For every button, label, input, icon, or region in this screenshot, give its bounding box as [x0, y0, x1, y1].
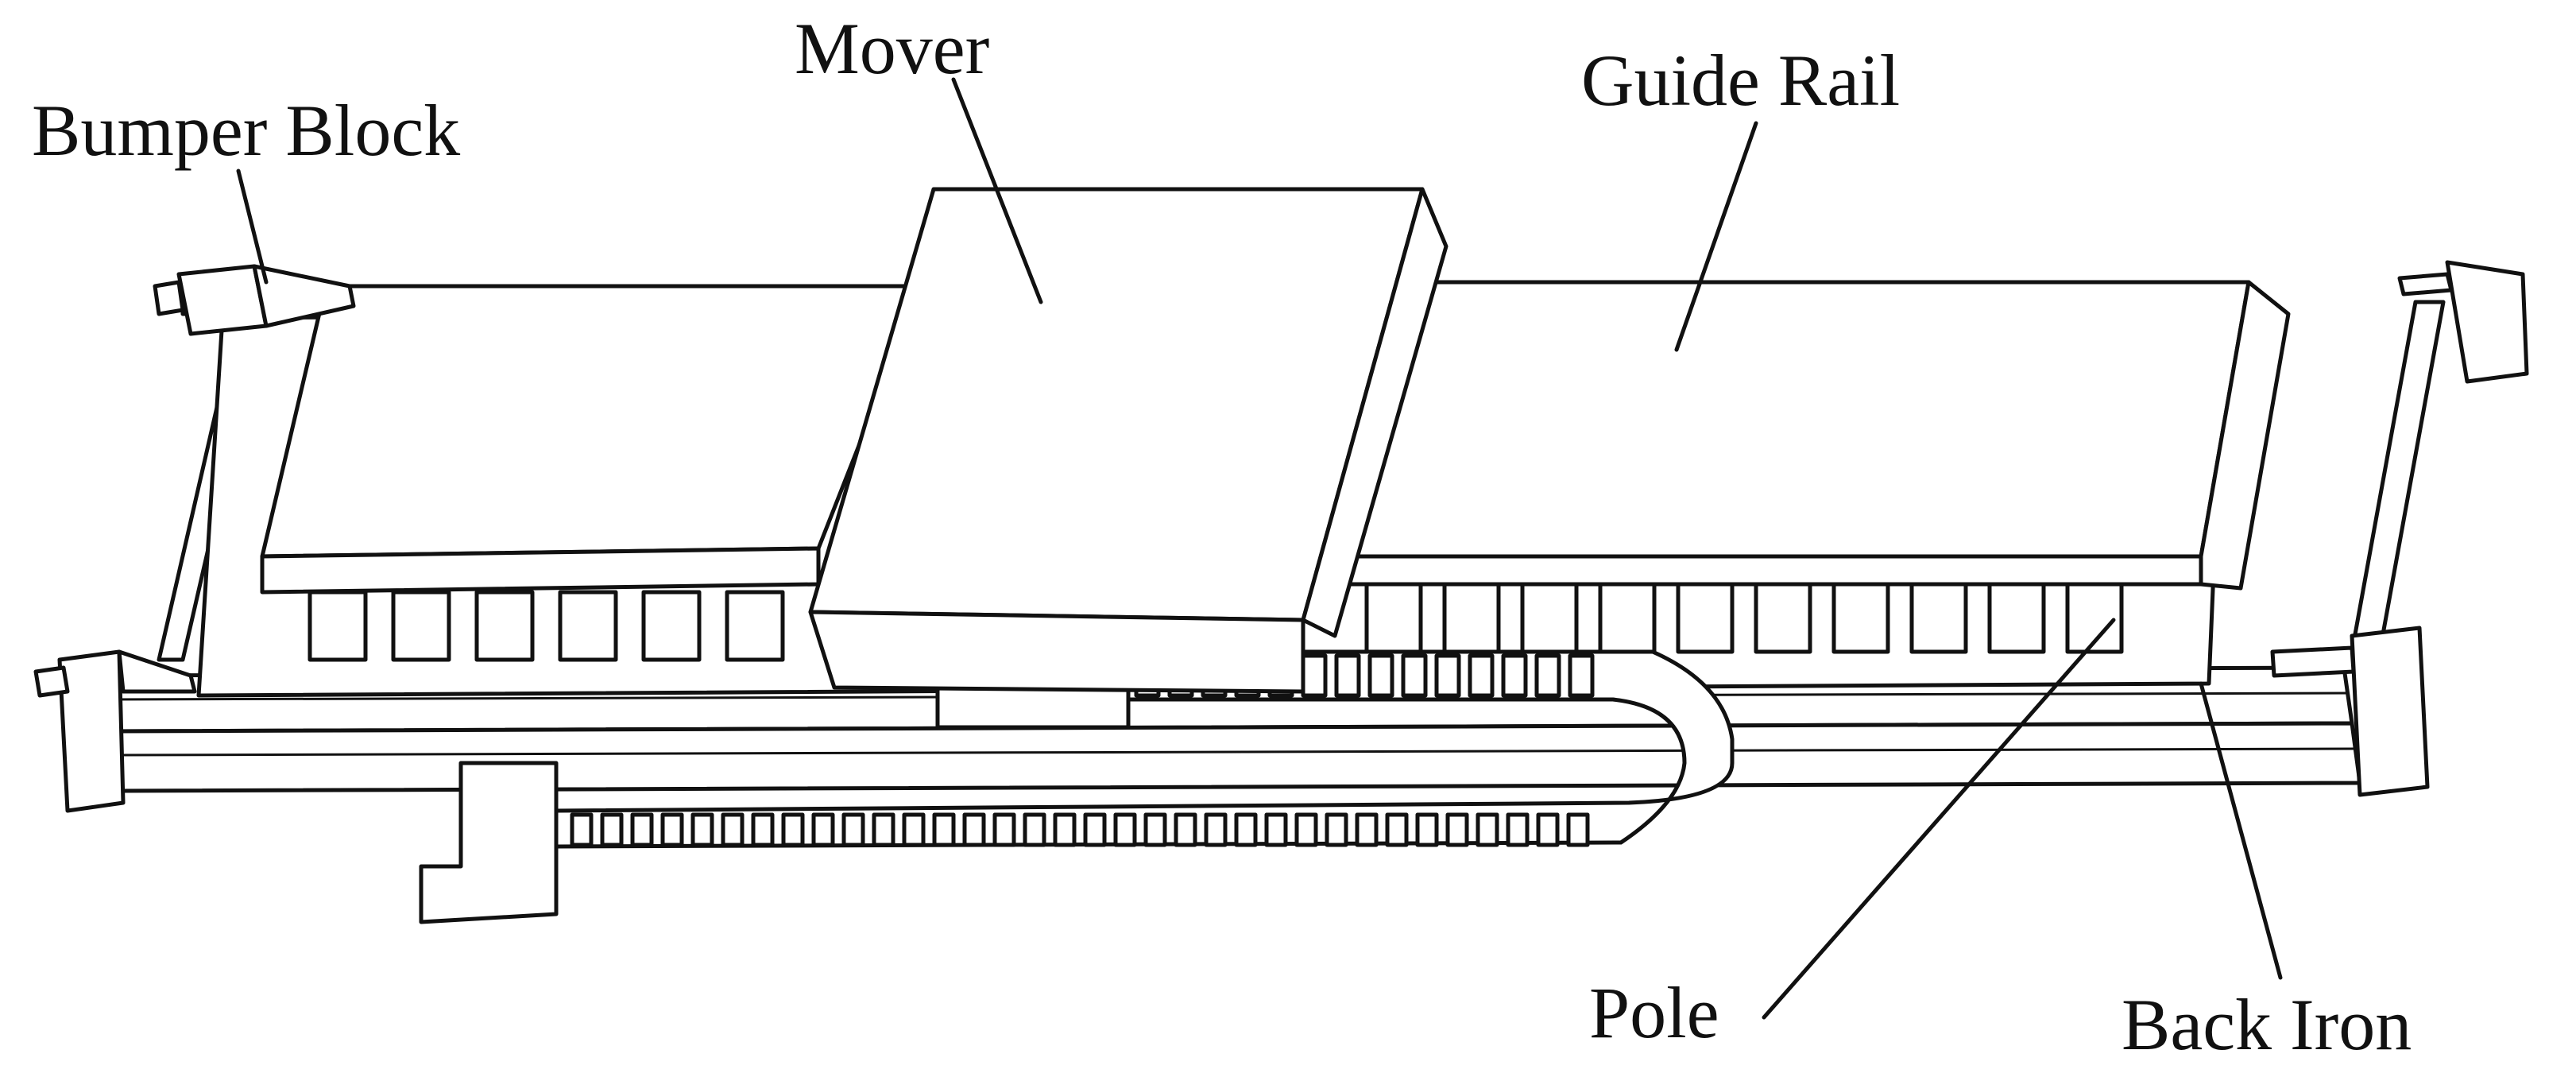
chain-link — [781, 812, 805, 847]
chain-link — [1367, 653, 1394, 698]
chain-link — [1053, 812, 1077, 847]
chain-link — [1568, 653, 1595, 698]
chain-link — [992, 812, 1016, 847]
chain-link — [1534, 653, 1561, 698]
label-guide-rail: Guide Rail — [1581, 40, 1900, 121]
pole-magnet — [474, 590, 535, 662]
chain-link — [570, 812, 594, 847]
pole-magnet — [1831, 582, 1890, 654]
right-cover — [1332, 280, 2291, 591]
pole-magnet — [1442, 582, 1501, 654]
chain-link — [1468, 653, 1495, 698]
pole-magnet — [641, 590, 702, 662]
chain-link — [1536, 812, 1560, 847]
chain-link — [932, 812, 956, 847]
pole-magnet — [1676, 582, 1735, 654]
chain-link — [1174, 812, 1197, 847]
chain-link — [962, 812, 986, 847]
bumper-blocks — [33, 260, 2529, 813]
pole-magnet — [1987, 582, 2046, 654]
chain-link — [1476, 812, 1499, 847]
chain-link — [1023, 812, 1046, 847]
label-back-iron: Back Iron — [2122, 984, 2412, 1065]
chain-link — [1143, 812, 1167, 847]
chain-link — [660, 812, 684, 847]
chain-link — [1415, 812, 1439, 847]
chain-link — [630, 812, 654, 847]
chain-link — [841, 812, 865, 847]
left-cover — [260, 284, 924, 595]
pole-magnet — [307, 590, 368, 662]
chain-link — [872, 812, 895, 847]
mover-body — [808, 187, 1449, 694]
chain-link — [1294, 812, 1318, 847]
chain-link — [751, 812, 775, 847]
chain-link — [1506, 812, 1530, 847]
chain-link — [1264, 812, 1288, 847]
chain-link — [902, 812, 926, 847]
chain-link — [1113, 812, 1137, 847]
bumper-block-back-right — [2397, 260, 2529, 384]
leader-line-mover — [951, 77, 1043, 304]
chain-link — [690, 812, 714, 847]
chain-link — [1434, 653, 1461, 698]
chain-link — [811, 812, 835, 847]
chain-link — [1566, 812, 1590, 847]
pole-magnet — [1754, 582, 1812, 654]
leader-lines — [236, 77, 2283, 1020]
label-bumper-block: Bumper Block — [32, 90, 460, 171]
pole-magnet — [1364, 582, 1423, 654]
chain-link — [1083, 812, 1107, 847]
chain-link — [1445, 812, 1469, 847]
pole-magnet — [725, 590, 785, 662]
leader-line-guide-rail — [1674, 121, 1758, 352]
chain-link — [1234, 812, 1258, 847]
bumper-block-front-right — [2270, 626, 2430, 797]
bumper-block-front-left — [33, 649, 197, 813]
chain-link — [1325, 812, 1348, 847]
pole-magnet — [558, 590, 618, 662]
label-mover: Mover — [795, 8, 989, 89]
leader-line-back-iron — [2199, 681, 2283, 980]
chain-link — [1355, 812, 1379, 847]
chain-link — [1501, 653, 1528, 698]
leader-line-pole — [1762, 618, 2116, 1020]
chain-link — [1385, 812, 1409, 847]
chain-link — [1334, 653, 1361, 698]
chain-link — [1401, 653, 1428, 698]
chain-link — [600, 812, 624, 847]
chain-link — [721, 812, 745, 847]
label-pole: Pole — [1589, 972, 1719, 1053]
pole-magnet — [1909, 582, 1968, 654]
pole-magnet — [1520, 582, 1579, 654]
poles-left — [307, 590, 785, 662]
chain-link — [1301, 653, 1328, 698]
bumper-block-back-left — [153, 264, 356, 336]
chain-link — [1204, 812, 1228, 847]
pole-magnet — [391, 590, 451, 662]
pole-magnet — [1598, 582, 1657, 654]
leader-line-bumper-block — [236, 169, 269, 285]
